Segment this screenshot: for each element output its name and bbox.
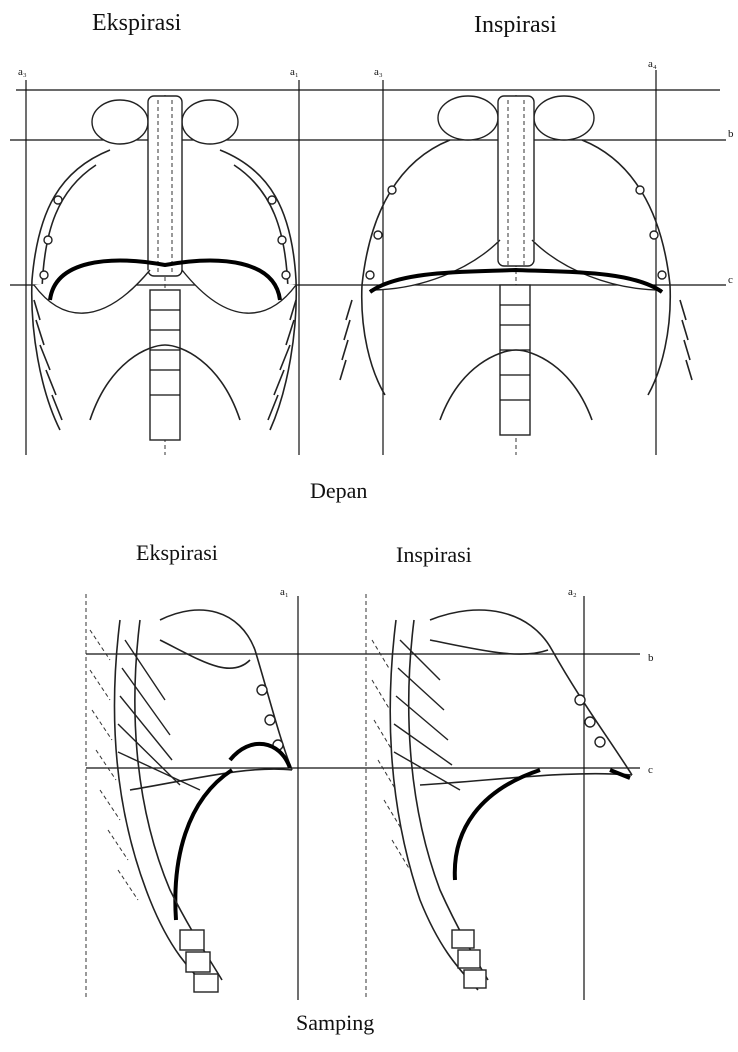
top-right-ribcage [340,96,692,435]
bottom-left-ribcage [90,610,292,992]
bottom-right-ribcage [372,610,632,990]
top-left-ribcage [32,96,297,440]
